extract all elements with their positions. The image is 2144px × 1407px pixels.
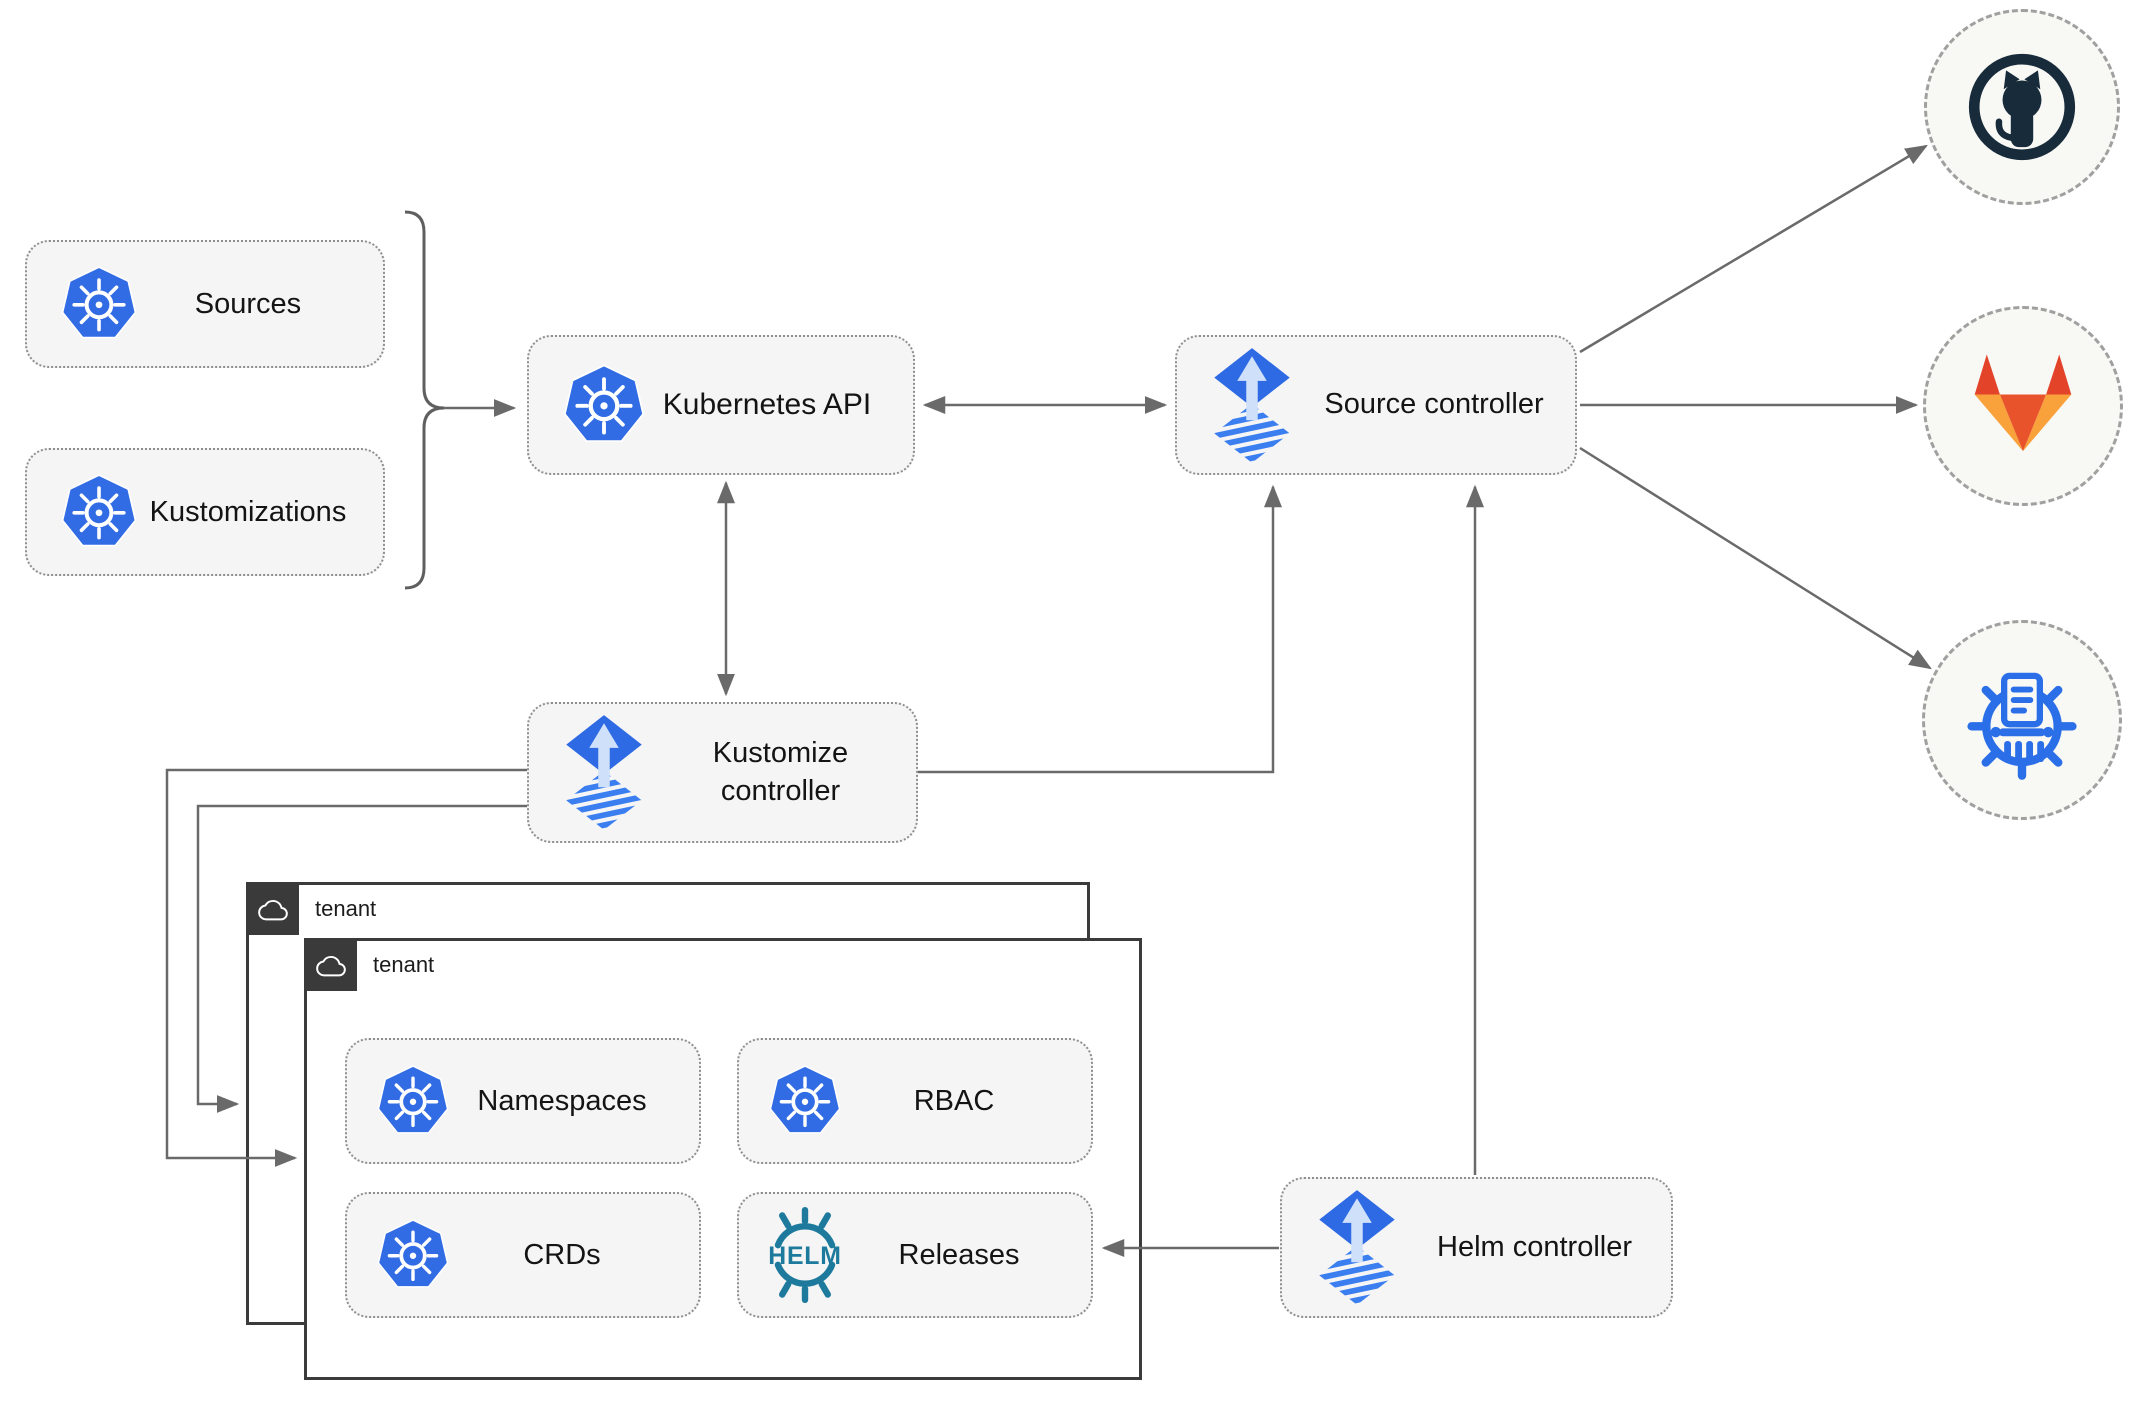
flux-icon <box>1211 348 1293 463</box>
github-repo-circle <box>1924 9 2120 205</box>
kubernetes-icon <box>561 362 647 448</box>
tenant-inner-badge <box>304 938 357 991</box>
github-icon <box>1968 53 2076 161</box>
releases-node: HELM Releases <box>737 1192 1093 1318</box>
helm-icon: HELM <box>757 1207 853 1303</box>
gitlab-icon <box>1974 354 2072 452</box>
edge-brace <box>404 210 445 590</box>
kustomizations-label: Kustomizations <box>149 495 347 528</box>
source-controller-node: Source controller <box>1175 335 1577 475</box>
kubernetes-api-node: Kubernetes API <box>527 335 915 475</box>
edge-kustomize-source <box>918 484 1282 774</box>
cloud-icon <box>315 950 347 980</box>
kustomizations-node: Kustomizations <box>25 448 385 576</box>
kubernetes-icon <box>375 1217 451 1293</box>
kubernetes-icon <box>59 264 139 344</box>
source-controller-label: Source controller <box>1324 388 1544 421</box>
helm-controller-label: Helm controller <box>1437 1230 1632 1263</box>
gitlab-repo-circle <box>1923 306 2123 506</box>
kustomize-controller-label: Kustomize controller <box>712 737 849 807</box>
sources-label: Sources <box>194 287 302 320</box>
flux-icon <box>1316 1190 1398 1305</box>
sources-node: Sources <box>25 240 385 368</box>
tenant-inner: tenant Namespaces RBAC CRDs <box>304 938 1142 1380</box>
chartmuseum-icon <box>1967 672 2077 780</box>
helm-icon-text: HELM <box>768 1243 841 1270</box>
namespaces-node: Namespaces <box>345 1038 701 1164</box>
flux-icon <box>563 715 645 830</box>
cloud-icon <box>257 894 289 924</box>
tenant-outer-label: tenant <box>315 895 377 921</box>
crds-label: CRDs <box>523 1238 601 1271</box>
kustomize-controller-node: Kustomize controller <box>527 702 918 843</box>
edge-source-chartrepo <box>1579 446 1932 670</box>
tenant-outer-badge <box>246 882 299 935</box>
kubernetes-icon <box>375 1063 451 1139</box>
crds-node: CRDs <box>345 1192 701 1318</box>
tenant-inner-label: tenant <box>373 951 435 977</box>
namespaces-label: Namespaces <box>477 1084 647 1117</box>
helm-controller-node: Helm controller <box>1280 1177 1673 1318</box>
kubernetes-api-label: Kubernetes API <box>662 388 872 421</box>
kubernetes-icon <box>59 472 139 552</box>
chart-repository-circle <box>1922 620 2122 820</box>
kubernetes-icon <box>767 1063 843 1139</box>
rbac-label: RBAC <box>913 1084 995 1117</box>
edge-source-github <box>1579 144 1928 354</box>
releases-label: Releases <box>898 1238 1020 1271</box>
rbac-node: RBAC <box>737 1038 1093 1164</box>
